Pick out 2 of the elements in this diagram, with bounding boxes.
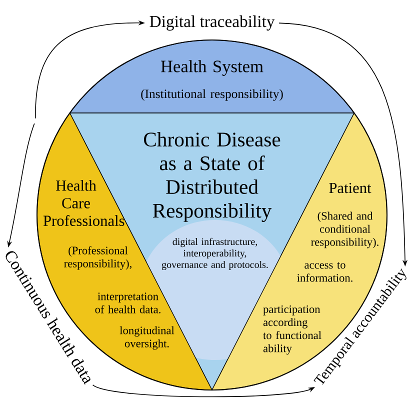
system-band: Health System (Institutional responsibility) bbox=[69, 40, 355, 114]
cycle-label: Digital traceability bbox=[150, 15, 275, 31]
